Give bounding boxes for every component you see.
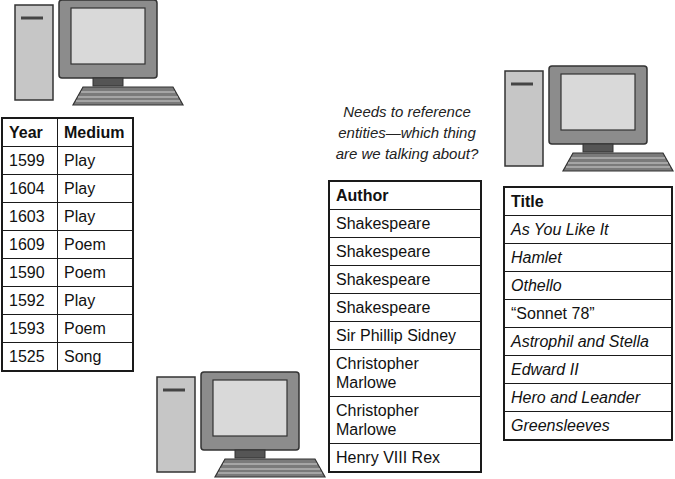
table-row: Othello: [505, 271, 671, 299]
table-row: Shakespeare: [330, 237, 480, 265]
table-cell: Sir Phillip Sidney: [330, 322, 480, 349]
table-cell: Shakespeare: [330, 210, 480, 237]
table-cell: 1599: [3, 147, 58, 174]
table-row: Greensleeves: [505, 411, 671, 439]
table-row: Shakespeare: [330, 265, 480, 293]
table-row: 1604Play: [3, 174, 132, 202]
table-row: Shakespeare: [330, 293, 480, 321]
computer-icon: [15, 0, 183, 105]
note-text: Needs to reference entities—which thing …: [326, 101, 488, 164]
table-row: “Sonnet 78”: [505, 299, 671, 327]
table-row: 1525Song: [3, 342, 132, 370]
year-medium-table: YearMedium1599Play1604Play1603Play1609Po…: [1, 117, 134, 372]
author-table: AuthorShakespeareShakespeareShakespeareS…: [328, 180, 482, 473]
table-row: Astrophil and Stella: [505, 327, 671, 355]
table-cell: 1604: [3, 175, 58, 202]
table-row: Christopher Marlowe: [330, 349, 480, 396]
table-cell: Edward II: [505, 356, 671, 383]
table-cell: Poem: [58, 231, 132, 258]
table-cell: Play: [58, 287, 132, 314]
table-header-row: Title: [505, 188, 671, 215]
table-row: Henry VIII Rex: [330, 443, 480, 471]
table-cell: Shakespeare: [330, 266, 480, 293]
table-cell: 1603: [3, 203, 58, 230]
table-row: Sir Phillip Sidney: [330, 321, 480, 349]
title-table: TitleAs You Like ItHamletOthello“Sonnet …: [503, 186, 673, 441]
table-cell: Play: [58, 175, 132, 202]
table-cell: Play: [58, 203, 132, 230]
computer-icon: [157, 372, 325, 477]
table-row: Christopher Marlowe: [330, 396, 480, 443]
table-cell: Play: [58, 147, 132, 174]
table-row: Hamlet: [505, 243, 671, 271]
table-cell: Greensleeves: [505, 412, 671, 439]
table-cell: Shakespeare: [330, 238, 480, 265]
table-cell: Henry VIII Rex: [330, 444, 480, 471]
table-row: Edward II: [505, 355, 671, 383]
table-cell: 1592: [3, 287, 58, 314]
table-cell: As You Like It: [505, 216, 671, 243]
table-cell: Medium: [58, 119, 132, 146]
table-row: 1599Play: [3, 146, 132, 174]
table-cell: Christopher Marlowe: [330, 397, 480, 443]
table-cell: Year: [3, 119, 58, 146]
table-cell: 1525: [3, 343, 58, 370]
computer-icon: [505, 66, 673, 171]
table-cell: Christopher Marlowe: [330, 350, 480, 396]
table-row: 1603Play: [3, 202, 132, 230]
table-cell: “Sonnet 78”: [505, 300, 671, 327]
table-cell: Poem: [58, 315, 132, 342]
table-cell: Hamlet: [505, 244, 671, 271]
table-cell: Song: [58, 343, 132, 370]
table-cell: Author: [330, 182, 480, 209]
table-header-row: Author: [330, 182, 480, 209]
table-cell: Poem: [58, 259, 132, 286]
table-row: 1592Play: [3, 286, 132, 314]
table-row: 1590Poem: [3, 258, 132, 286]
table-row: 1593Poem: [3, 314, 132, 342]
table-cell: Hero and Leander: [505, 384, 671, 411]
table-cell: 1593: [3, 315, 58, 342]
table-row: Hero and Leander: [505, 383, 671, 411]
table-header-row: YearMedium: [3, 119, 132, 146]
table-row: As You Like It: [505, 215, 671, 243]
table-cell: 1590: [3, 259, 58, 286]
table-cell: Othello: [505, 272, 671, 299]
table-cell: Title: [505, 188, 671, 215]
table-cell: Astrophil and Stella: [505, 328, 671, 355]
table-cell: Shakespeare: [330, 294, 480, 321]
table-row: Shakespeare: [330, 209, 480, 237]
table-row: 1609Poem: [3, 230, 132, 258]
table-cell: 1609: [3, 231, 58, 258]
